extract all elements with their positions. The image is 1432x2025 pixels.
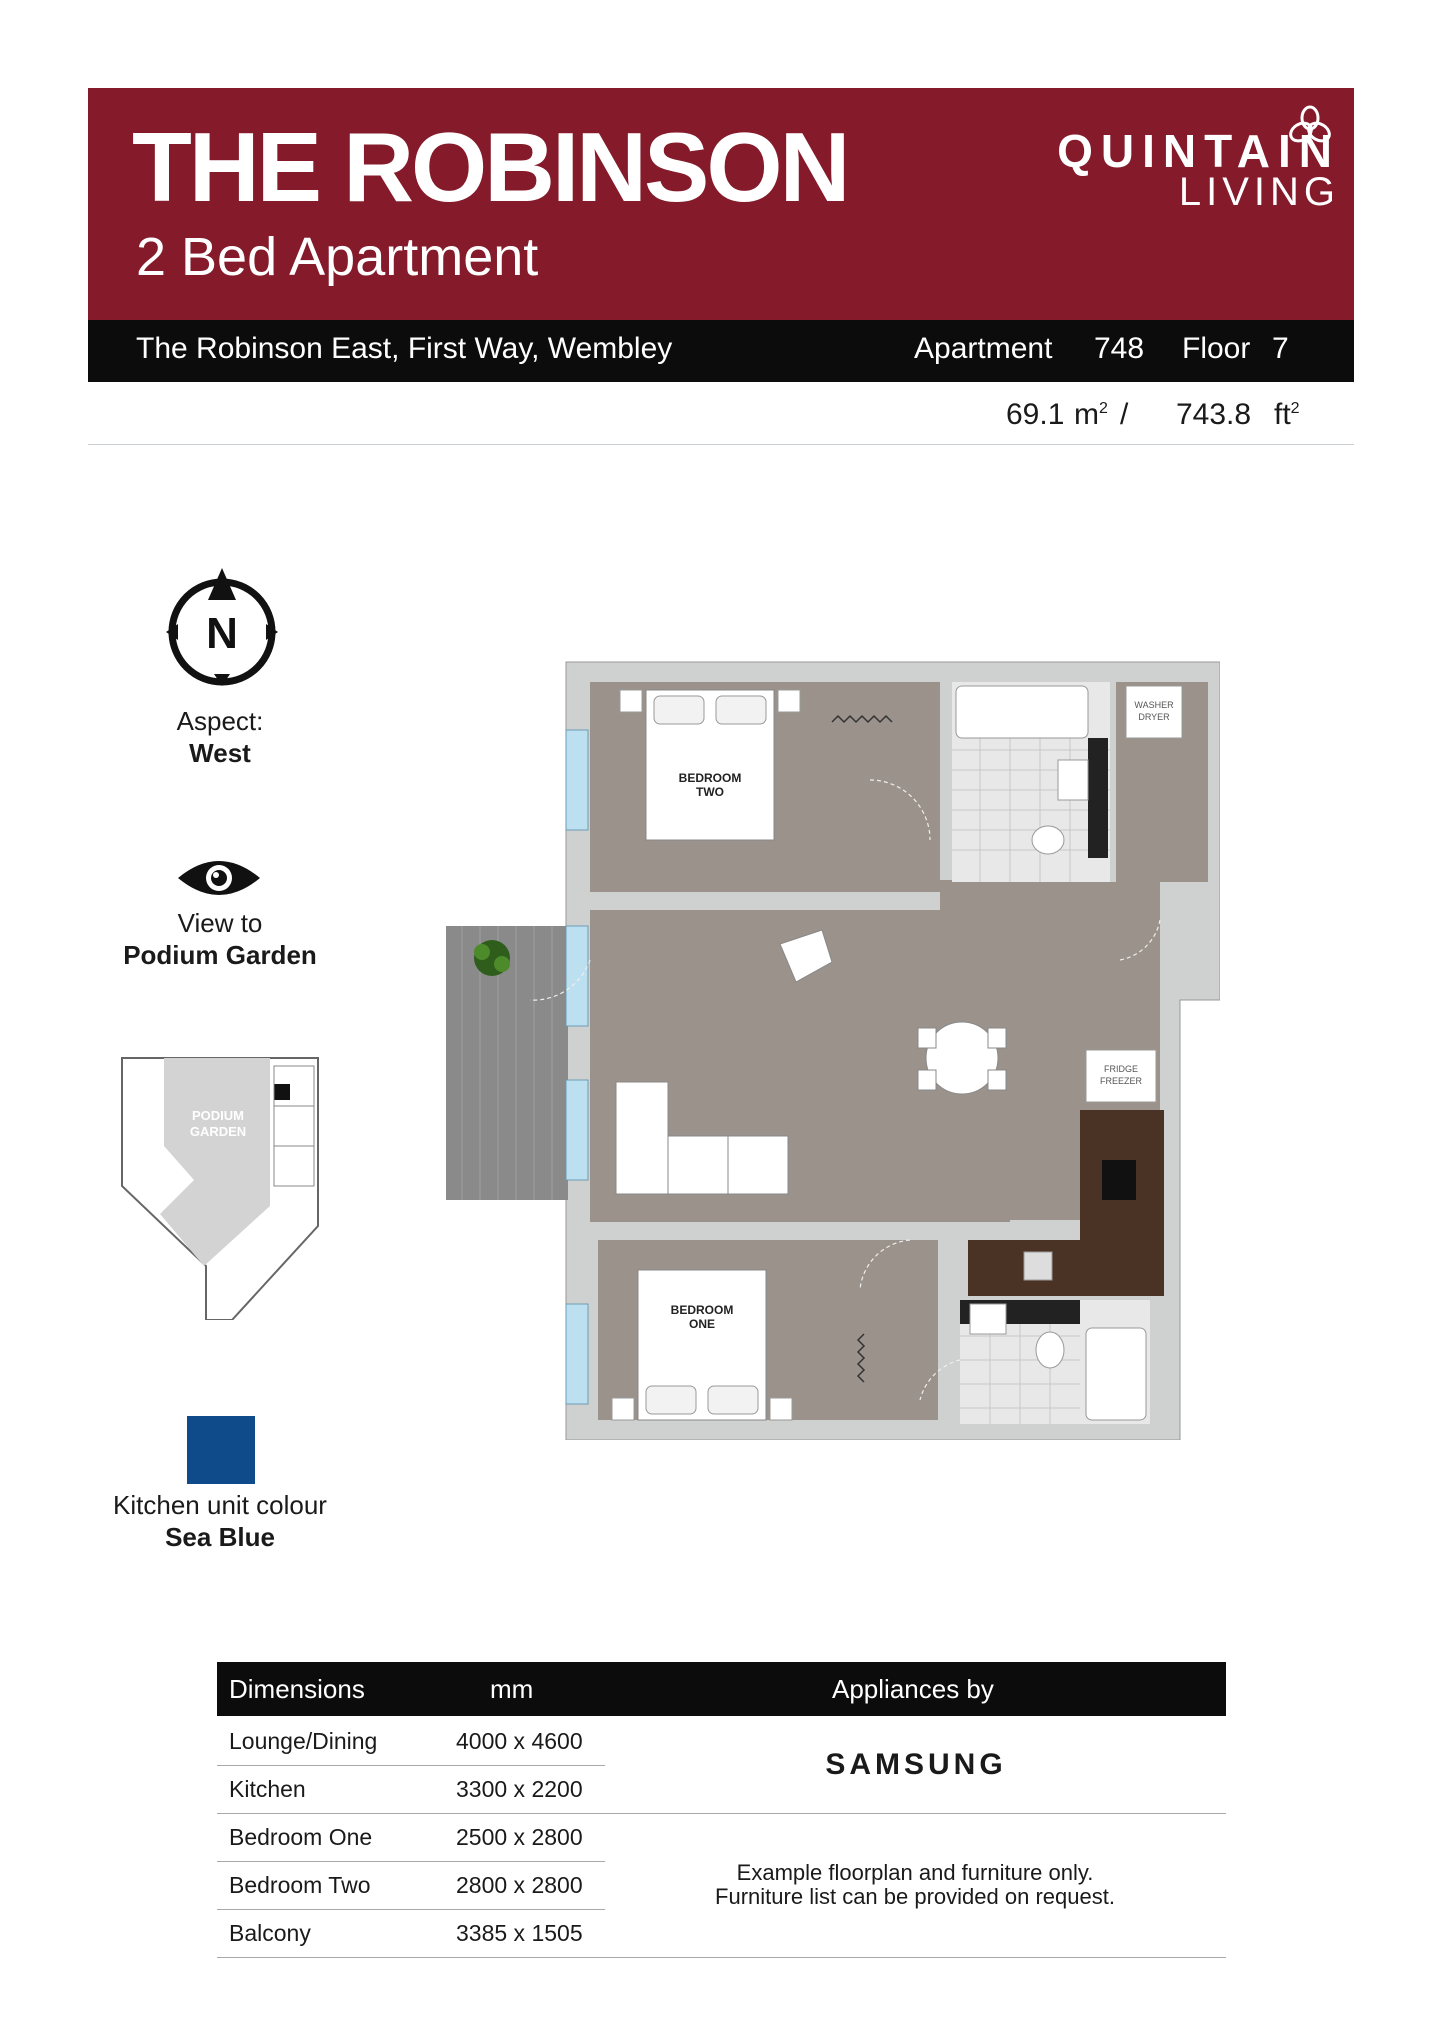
table-row-room: Bedroom One <box>229 1824 373 1850</box>
floor-label: Floor <box>1182 332 1251 365</box>
bedroom-two-label-1: BEDROOM <box>679 771 742 785</box>
plant-icon <box>474 940 510 976</box>
address-bar <box>88 320 1354 382</box>
area-metric-unit: m2 <box>1074 398 1108 431</box>
disclaimer-line-2: Furniture list can be provided on reques… <box>715 1884 1115 1909</box>
table-row-divider <box>217 1765 605 1766</box>
table-row-room: Balcony <box>229 1920 311 1946</box>
header-divider <box>88 444 1354 445</box>
table-row-room: Kitchen <box>229 1776 306 1802</box>
table-row-size: 2800 x 2800 <box>456 1872 583 1898</box>
logo-text-quintain: QUINTAIN <box>1057 125 1340 177</box>
area-imperial-value: 743.8 <box>1176 398 1252 431</box>
bed-one <box>611 1269 793 1421</box>
apartment-label: Apartment <box>914 332 1053 365</box>
table-row-size: 3300 x 2200 <box>456 1776 583 1802</box>
aspect-label: Aspect: <box>176 706 264 736</box>
kitchen-colour-label: Kitchen unit colour <box>113 1490 327 1520</box>
page-subtitle: 2 Bed Apartment <box>136 227 539 287</box>
radiator-top <box>831 714 893 724</box>
bedroom-one-label-1: BEDROOM <box>671 1303 734 1317</box>
table-row-room: Bedroom Two <box>229 1872 371 1898</box>
table-row-size: 3385 x 1505 <box>456 1920 583 1946</box>
sofa <box>615 1081 789 1195</box>
hob-icon <box>1102 1160 1136 1200</box>
fridge-label-2: FREEZER <box>1100 1076 1143 1086</box>
table-row-room: Lounge/Dining <box>229 1728 378 1754</box>
bathtub-top <box>955 685 1089 739</box>
fridge-freezer <box>1085 1049 1157 1103</box>
address-text: The Robinson East, First Way, Wembley <box>136 332 673 365</box>
table-header-dimensions: Dimensions <box>229 1674 365 1704</box>
washer-dryer <box>1125 685 1183 739</box>
area-separator: / <box>1120 398 1129 431</box>
radiator-bottom <box>856 1333 866 1383</box>
table-row-divider <box>217 1909 605 1910</box>
fridge-label-1: FRIDGE <box>1104 1064 1138 1074</box>
site-plan-label-1: PODIUM <box>192 1108 244 1123</box>
table-row-divider <box>217 1861 605 1862</box>
logo-text-living: LIVING <box>1178 170 1340 214</box>
page-title: THE ROBINSON <box>132 112 850 222</box>
compass-icon: N <box>166 568 278 686</box>
area-metric-value: 69.1 <box>1006 398 1065 431</box>
compass-letter: N <box>206 609 238 658</box>
bed-two <box>619 689 801 841</box>
balcony <box>446 926 568 1200</box>
disclaimer-line-1: Example floorplan and furniture only. <box>736 1860 1094 1885</box>
table-bottom-rule <box>217 1957 1226 1958</box>
bedroom-two-label-2: TWO <box>696 785 724 799</box>
table-header-appliances: Appliances by <box>832 1674 994 1704</box>
view-label: View to <box>177 908 263 938</box>
aspect-value: West <box>189 738 251 768</box>
kitchen-sink-icon <box>1023 1251 1053 1281</box>
trefoil-logo-icon <box>1289 105 1331 143</box>
toilet-bottom <box>1035 1331 1065 1369</box>
site-plan-label-2: GARDEN <box>190 1124 246 1139</box>
toilet-top <box>1031 825 1065 855</box>
dining-table <box>917 1021 1007 1095</box>
apartment-floorplan: FRIDGE FREEZER WASHER DRYER BEDROOM TWO … <box>446 661 1220 1440</box>
eye-icon <box>178 861 260 895</box>
view-value: Podium Garden <box>123 940 317 970</box>
armchair <box>779 929 833 983</box>
bathtub-bottom <box>1085 1327 1147 1421</box>
table-header-unit: mm <box>490 1674 534 1704</box>
bedroom-one-label-2: ONE <box>689 1317 715 1331</box>
table-header-bar <box>217 1662 1226 1716</box>
table-row-divider <box>217 1813 1226 1814</box>
table-row-size: 4000 x 4600 <box>456 1728 583 1754</box>
kitchen-colour-swatch <box>187 1416 255 1484</box>
floor-number: 7 <box>1272 332 1289 365</box>
table-row-size: 2500 x 2800 <box>456 1824 583 1850</box>
washer-label-2: DRYER <box>1138 712 1170 722</box>
area-imperial-unit: ft2 <box>1274 398 1300 431</box>
samsung-logo: SAMSUNG <box>825 1748 1007 1781</box>
header-banner <box>88 88 1354 320</box>
washer-label-1: WASHER <box>1134 700 1174 710</box>
kitchen-colour-value: Sea Blue <box>165 1522 275 1552</box>
site-plan-diagram: PODIUM GARDEN <box>121 1057 319 1320</box>
apartment-number: 748 <box>1094 332 1145 365</box>
